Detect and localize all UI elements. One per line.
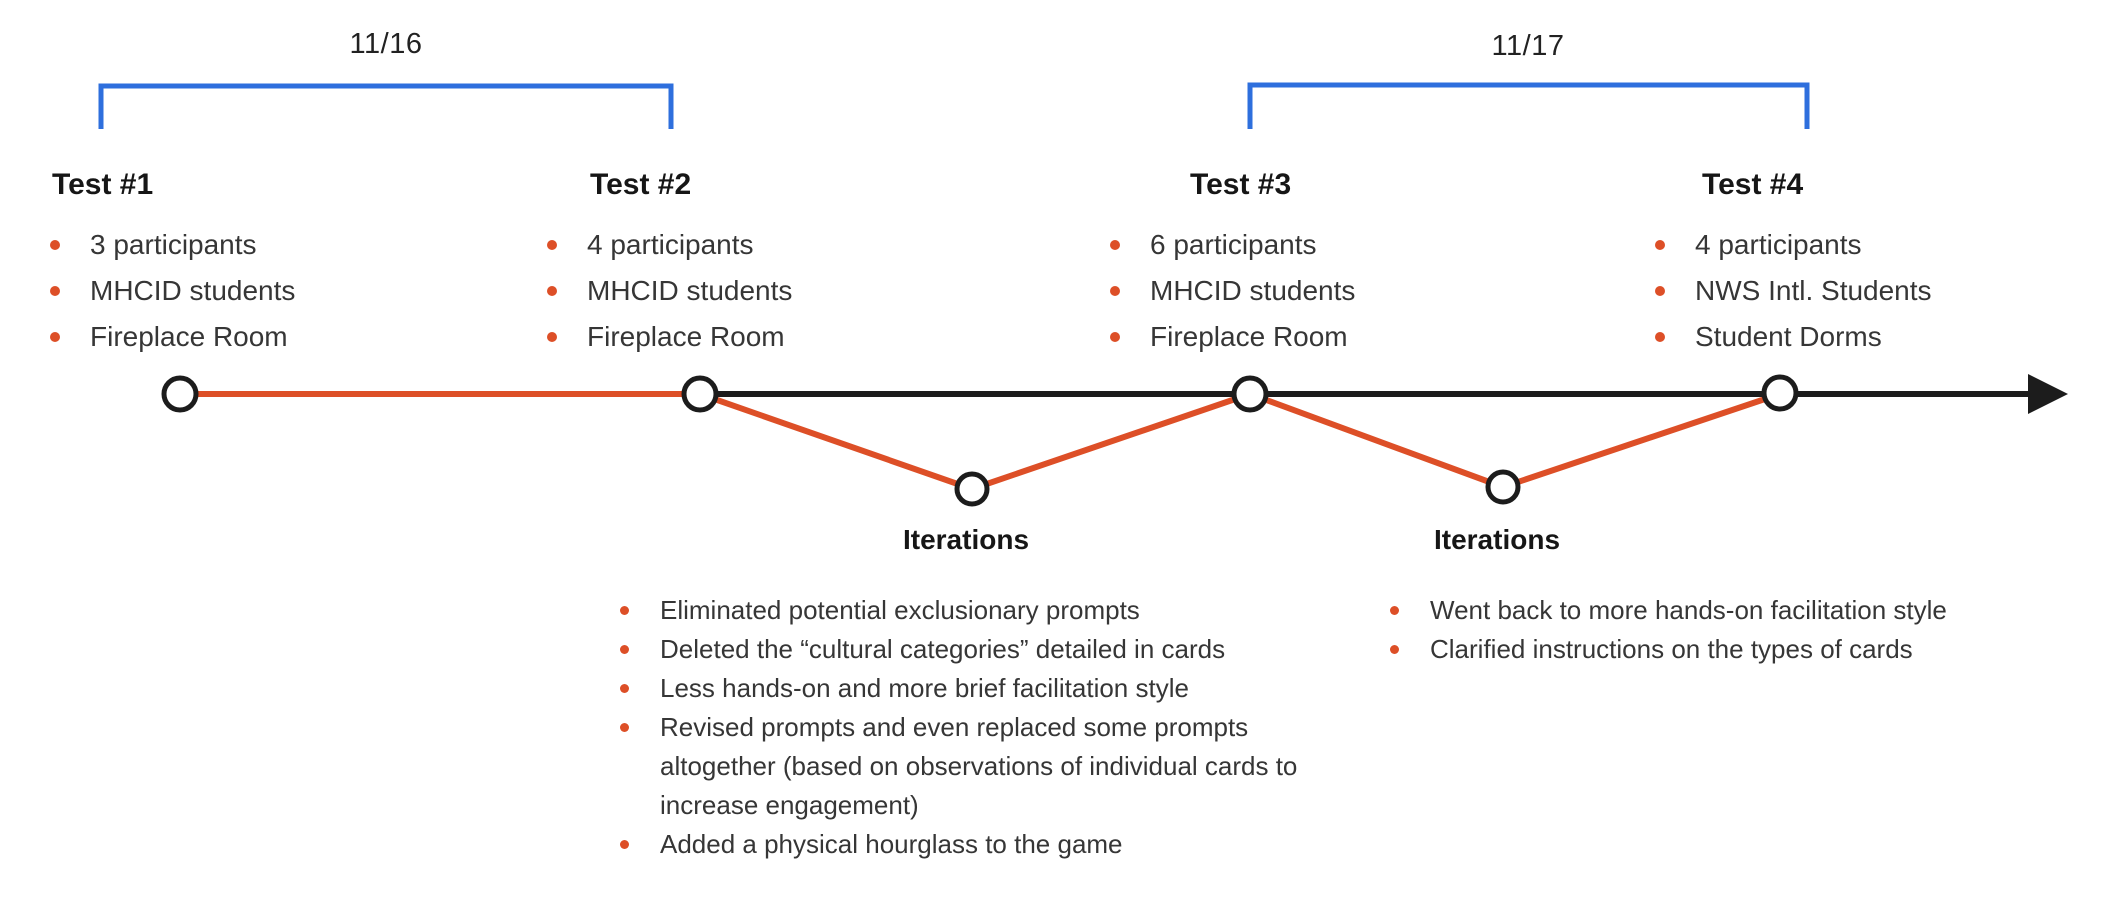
bullet-item: MHCID students [50, 268, 295, 314]
bullet-dot-icon [547, 240, 557, 250]
date-bracket-left [98, 83, 674, 129]
bullet-item: 4 participants [547, 222, 792, 268]
bullet-text: Eliminated potential exclusionary prompt… [660, 595, 1140, 625]
bullet-dot-icon [1655, 240, 1665, 250]
bullet-text: 4 participants [587, 229, 754, 260]
bullet-item: 4 participants [1655, 222, 1932, 268]
bullet-item: Student Dorms [1655, 314, 1932, 360]
date-label-1117: 11/17 [1491, 30, 1565, 62]
bullet-dot-icon [620, 606, 629, 615]
bullet-text: Revised prompts and even replaced some p… [660, 712, 1298, 820]
bullet-dot-icon [1110, 332, 1120, 342]
test-2-bullet-list: 4 participants MHCID students Fireplace … [547, 222, 792, 360]
bullet-dot-icon [547, 286, 557, 296]
bullet-dot-icon [1655, 286, 1665, 296]
bullet-dot-icon [1390, 606, 1399, 615]
timeline-arrowhead-icon [2028, 374, 2068, 414]
timeline-node-test-2 [681, 375, 719, 413]
date-bracket-right [1247, 82, 1810, 129]
bullet-item: Went back to more hands-on facilitation … [1390, 591, 2090, 630]
test-4-title: Test #4 [1702, 168, 1804, 201]
date-label-1116: 11/16 [349, 28, 423, 60]
test-1-title: Test #1 [52, 168, 154, 201]
test-1-bullet-list: 3 participants MHCID students Fireplace … [50, 222, 295, 360]
bullet-item: Eliminated potential exclusionary prompt… [620, 591, 1320, 630]
bullet-item: Clarified instructions on the types of c… [1390, 630, 2090, 669]
bullet-text: Less hands-on and more brief facilitatio… [660, 673, 1189, 703]
iteration-1-title: Iterations [902, 524, 1030, 555]
bullet-text: Fireplace Room [587, 321, 785, 352]
iteration-2-title: Iterations [1433, 524, 1561, 555]
bullet-text: 6 participants [1150, 229, 1317, 260]
timeline-node-iteration-1 [954, 471, 990, 507]
test-3-title: Test #3 [1190, 168, 1292, 201]
bullet-text: Fireplace Room [1150, 321, 1348, 352]
bullet-dot-icon [620, 645, 629, 654]
iteration-2-bullet-list: Went back to more hands-on facilitation … [1390, 591, 2090, 669]
bullet-dot-icon [50, 240, 60, 250]
bullet-item: Deleted the “cultural categories” detail… [620, 630, 1320, 669]
bullet-text: 4 participants [1695, 229, 1862, 260]
bullet-item: MHCID students [547, 268, 792, 314]
bullet-text: MHCID students [1150, 275, 1356, 306]
bullet-item: Revised prompts and even replaced some p… [620, 708, 1320, 825]
bullet-text: MHCID students [587, 275, 793, 306]
test-2-title: Test #2 [590, 168, 692, 201]
bullet-dot-icon [50, 332, 60, 342]
bullet-item: 3 participants [50, 222, 295, 268]
iteration-path [180, 391, 1781, 492]
bullet-text: Fireplace Room [90, 321, 288, 352]
bullet-text: Added a physical hourglass to the game [660, 829, 1123, 859]
test-3-bullet-list: 6 participants MHCID students Fireplace … [1110, 222, 1355, 360]
timeline-node-test-4 [1761, 374, 1799, 412]
bullet-item: 6 participants [1110, 222, 1355, 268]
bullet-item: Fireplace Room [50, 314, 295, 360]
timeline-node-test-3 [1231, 375, 1269, 413]
bullet-dot-icon [1110, 286, 1120, 296]
bullet-text: Deleted the “cultural categories” detail… [660, 634, 1226, 664]
bullet-item: NWS Intl. Students [1655, 268, 1932, 314]
bullet-text: Student Dorms [1695, 321, 1882, 352]
timeline-node-iteration-2 [1485, 469, 1521, 505]
bullet-item: Fireplace Room [547, 314, 792, 360]
bullet-item: Added a physical hourglass to the game [620, 825, 1320, 864]
bullet-text: MHCID students [90, 275, 296, 306]
timeline-node-test-1 [161, 375, 199, 413]
bullet-text: 3 participants [90, 229, 257, 260]
bullet-text: Went back to more hands-on facilitation … [1430, 595, 1947, 625]
test-4-bullet-list: 4 participants NWS Intl. Students Studen… [1655, 222, 1932, 360]
bullet-dot-icon [1110, 240, 1120, 250]
bullet-dot-icon [620, 723, 629, 732]
bullet-item: MHCID students [1110, 268, 1355, 314]
bullet-dot-icon [1655, 332, 1665, 342]
bullet-text: NWS Intl. Students [1695, 275, 1932, 306]
bullet-dot-icon [50, 286, 60, 296]
iteration-1-bullet-list: Eliminated potential exclusionary prompt… [620, 591, 1320, 864]
bullet-dot-icon [620, 684, 629, 693]
bullet-text: Clarified instructions on the types of c… [1430, 634, 1913, 664]
bullet-item: Less hands-on and more brief facilitatio… [620, 669, 1320, 708]
bullet-dot-icon [1390, 645, 1399, 654]
bullet-dot-icon [547, 332, 557, 342]
bullet-dot-icon [620, 840, 629, 849]
bullet-item: Fireplace Room [1110, 314, 1355, 360]
